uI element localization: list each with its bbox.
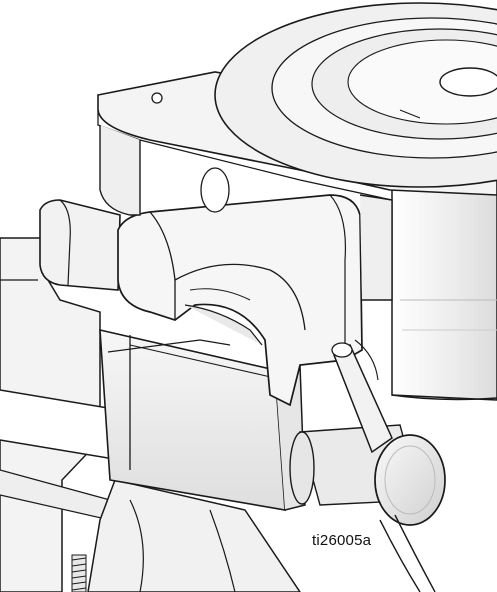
lower-support: [71, 479, 301, 592]
knob-face: [374, 434, 446, 526]
hose: [379, 514, 436, 592]
bracket-slot: [200, 167, 230, 213]
flange-center-bore: [439, 67, 497, 97]
clamp-jaw-left: [39, 199, 121, 291]
lever-handle: [331, 339, 393, 454]
round-flange: [214, 2, 497, 188]
figure-id-label: ti26005a: [312, 532, 372, 549]
threaded-stud: [71, 554, 87, 592]
clamp-body: [117, 194, 363, 407]
plate-hole-1: [151, 92, 163, 104]
